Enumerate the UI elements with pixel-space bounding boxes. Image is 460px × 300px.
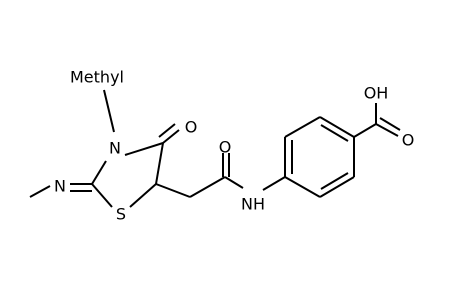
bonds	[29, 89, 401, 208]
bond-imine-methyl	[29, 185, 51, 198]
methyl-n3-label: Methyl	[70, 68, 124, 87]
bond-nh-ring	[262, 176, 286, 191]
n3-label: N	[109, 139, 121, 158]
bond-amide-c-nh	[224, 176, 244, 189]
oxygen-amide-label: O	[219, 138, 232, 157]
sulfur-label: S	[116, 205, 126, 224]
bond-n3-c4	[124, 142, 164, 156]
bond-acid-c-o-double	[379, 117, 401, 131]
bond-ring-b	[284, 116, 321, 138]
bond-n3-c2	[91, 160, 107, 185]
amide-nh-label: NH	[241, 195, 265, 214]
acid-oh-label: OH	[364, 84, 389, 103]
bond-ring-c	[319, 116, 355, 138]
atom-labels: Methyl N O N S O NH OH O	[54, 68, 414, 224]
bond-c5-c4	[155, 142, 164, 185]
bond-c2-s1	[91, 183, 113, 208]
bond-c5-ch2	[155, 183, 191, 198]
bond-methyl-n3	[103, 89, 115, 133]
bond-ring-e	[319, 176, 355, 198]
bond-ring-acid-c	[353, 123, 377, 138]
imine-nitrogen-label: N	[54, 177, 66, 196]
bond-acid-c-o	[375, 123, 399, 137]
bond-s1-c5	[129, 183, 157, 208]
bond-ch2-amide-c	[189, 176, 226, 198]
bond-ring-c-inner	[320, 124, 349, 142]
bond-c4-o-double	[158, 123, 176, 138]
acid-oxygen-label: O	[402, 131, 415, 150]
bond-ring-e-inner	[320, 172, 349, 190]
oxygen-ring-carbonyl-label: O	[185, 118, 198, 137]
bond-ring-f	[284, 176, 321, 198]
bond-c4-o	[162, 129, 180, 144]
